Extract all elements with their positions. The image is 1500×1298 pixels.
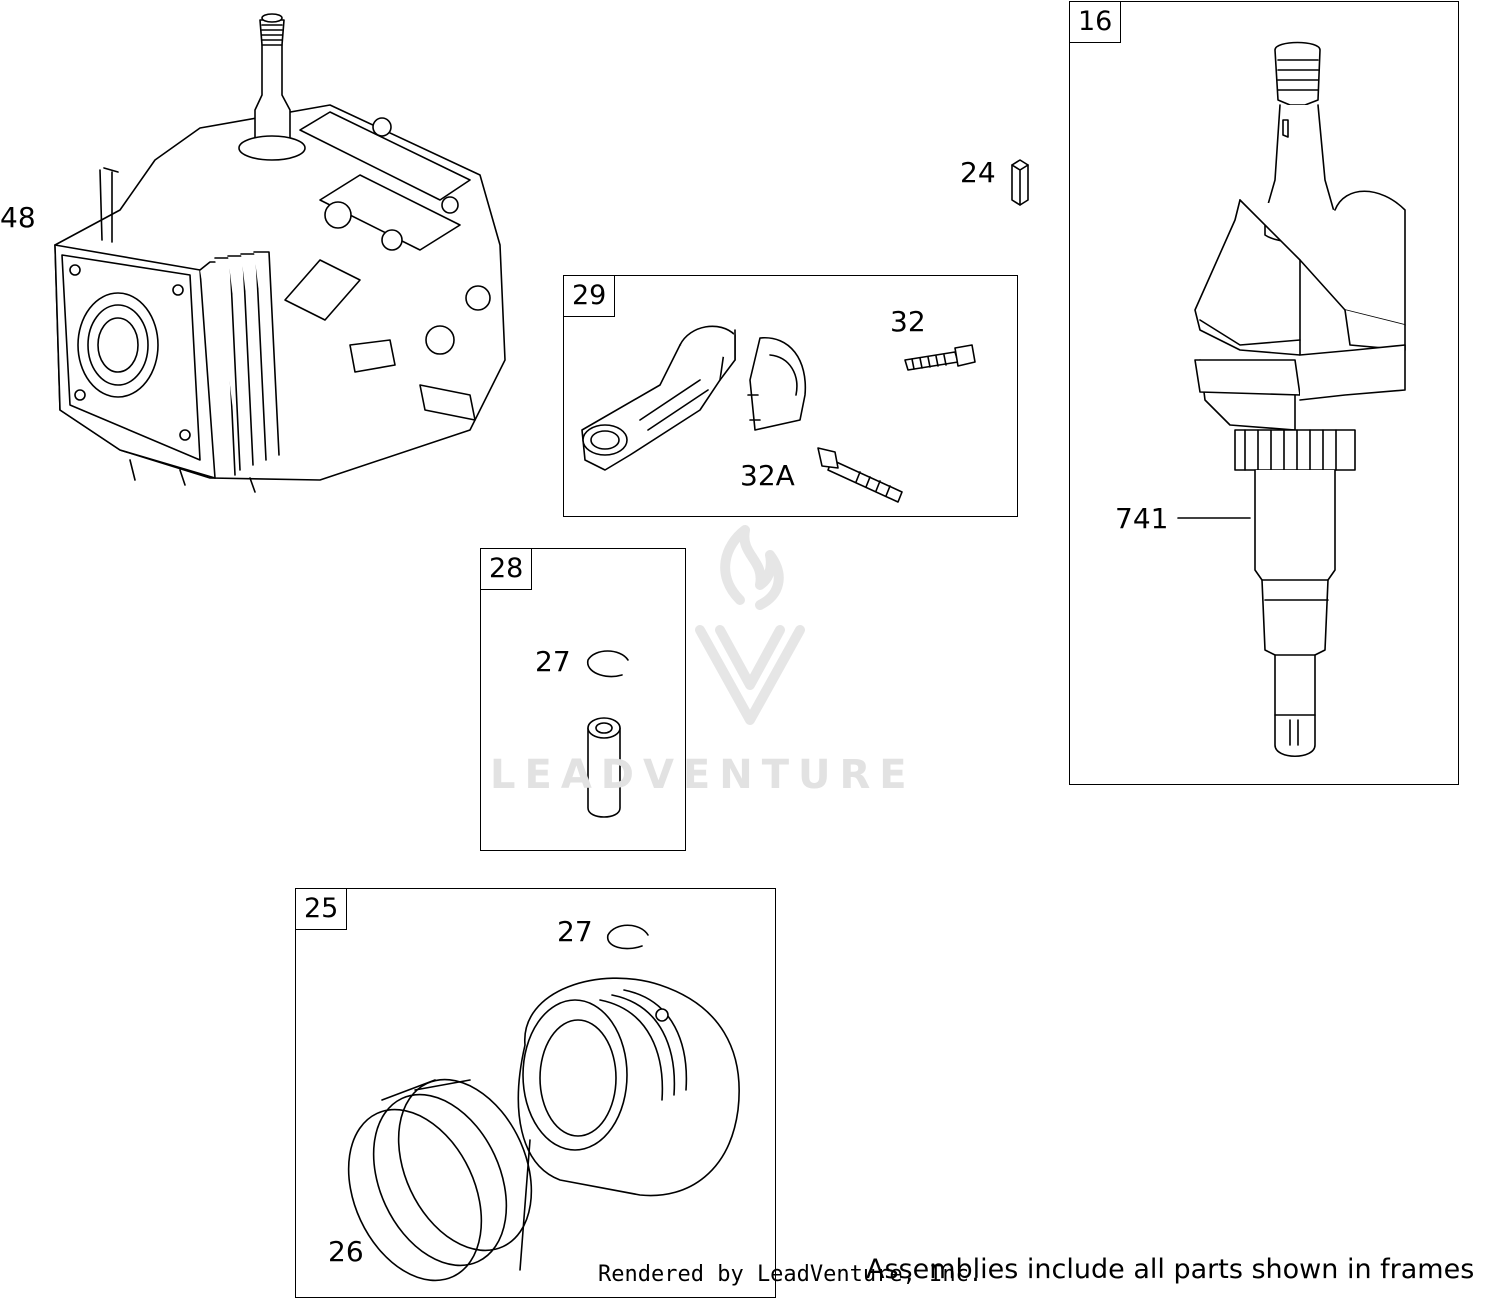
crankshaft bbox=[1194, 41, 1406, 757]
rod-bolt bbox=[904, 344, 976, 371]
piston-pin-lock-2 bbox=[607, 924, 649, 950]
frame-16: 16 bbox=[1069, 1, 1459, 785]
piston bbox=[517, 977, 740, 1197]
crankshaft-key bbox=[1011, 159, 1029, 206]
callout-32a: 32A bbox=[740, 459, 795, 492]
callout-26: 26 bbox=[328, 1235, 364, 1268]
connecting-rod bbox=[581, 325, 736, 471]
frame-tag-16: 16 bbox=[1070, 2, 1122, 43]
frame-tag-29: 29 bbox=[564, 276, 616, 317]
frame-tag-28: 28 bbox=[481, 549, 533, 590]
piston-pin bbox=[587, 717, 621, 818]
piston-rings bbox=[347, 1078, 533, 1282]
rendered-by-text: Rendered by LeadVenture, Inc. bbox=[598, 1262, 983, 1287]
callout-741: 741 bbox=[1115, 502, 1169, 535]
callout-27-lower: 27 bbox=[557, 915, 593, 948]
rod-cap bbox=[747, 337, 807, 431]
callout-32: 32 bbox=[890, 305, 926, 338]
callout-48: 48 bbox=[0, 201, 36, 234]
rod-bolt-long bbox=[817, 447, 903, 503]
frame-25: 25 bbox=[295, 888, 776, 1298]
watermark-text: LEADVENTURE bbox=[490, 752, 916, 798]
watermark-logo-icon bbox=[695, 525, 805, 725]
assemblies-note: Assemblies include all parts shown in fr… bbox=[866, 1254, 1475, 1285]
callout-27-upper: 27 bbox=[535, 645, 571, 678]
frame-29: 29 bbox=[563, 275, 1018, 517]
cylinder-block bbox=[54, 13, 506, 493]
callout-24: 24 bbox=[960, 156, 996, 189]
frame-tag-25: 25 bbox=[296, 889, 348, 930]
piston-pin-lock-1 bbox=[587, 650, 629, 678]
frame-28: 28 bbox=[480, 548, 686, 851]
